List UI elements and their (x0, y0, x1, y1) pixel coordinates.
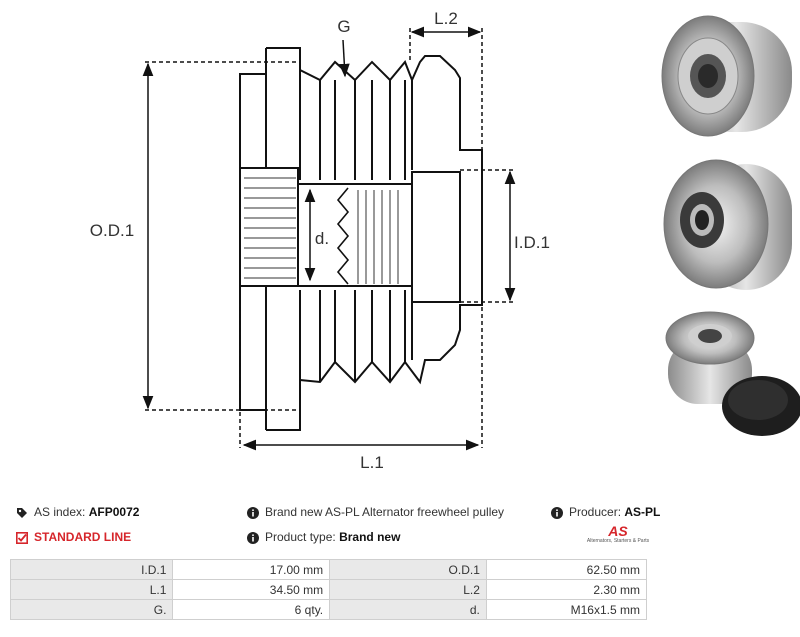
spec-value: 2.30 mm (485, 579, 648, 600)
label-id1: I.D.1 (514, 233, 550, 252)
pulley-photo-angled (663, 159, 792, 290)
spec-label: d. (329, 599, 487, 620)
spec-value: 34.50 mm (172, 579, 331, 600)
spec-label: L.2 (329, 579, 487, 600)
label-l2: L.2 (434, 9, 458, 28)
info-icon (247, 506, 259, 519)
pulley-outline (239, 47, 483, 431)
pulley-photo-with-cap (665, 311, 800, 436)
label-od1: O.D.1 (90, 221, 134, 240)
spec-value: 6 qty. (172, 599, 331, 620)
as-index-value: AFP0072 (88, 505, 140, 519)
description: Brand new AS-PL Alternator freewheel pul… (247, 505, 504, 519)
spec-row: G.6 qty.d.M16x1.5 mm (9, 599, 648, 620)
thread-lines (357, 190, 399, 284)
tag-icon (17, 507, 27, 518)
producer: Producer: AS-PL (551, 505, 660, 519)
pulley-photo-front (661, 15, 792, 137)
spec-value: M16x1.5 mm (485, 599, 648, 620)
label-d: d. (315, 229, 329, 248)
as-index: AS index: AFP0072 (16, 505, 139, 519)
info-icon (551, 506, 563, 519)
label-g: G (337, 17, 350, 36)
label-l1: L.1 (360, 453, 384, 472)
spec-label: G. (9, 599, 174, 620)
product-type-value: Brand new (339, 530, 401, 544)
product-type: Product type: Brand new (247, 530, 400, 544)
producer-value: AS-PL (624, 505, 661, 519)
hub-splines (244, 177, 296, 279)
info-icon (247, 531, 259, 544)
spec-value: 17.00 mm (172, 559, 331, 580)
spec-label: I.D.1 (9, 559, 174, 580)
spec-label: O.D.1 (329, 559, 487, 580)
dimension-lines (142, 26, 516, 451)
standard-line: STANDARD LINE (16, 530, 131, 544)
pulley-technical-drawing: G L.2 O.D.1 d. I.D.1 L.1 (90, 9, 800, 472)
spec-value: 62.50 mm (485, 559, 648, 580)
as-logo: AS Alternators, Starters & Parts (586, 523, 650, 544)
spec-label: L.1 (9, 579, 174, 600)
checkbox-icon (16, 531, 28, 544)
